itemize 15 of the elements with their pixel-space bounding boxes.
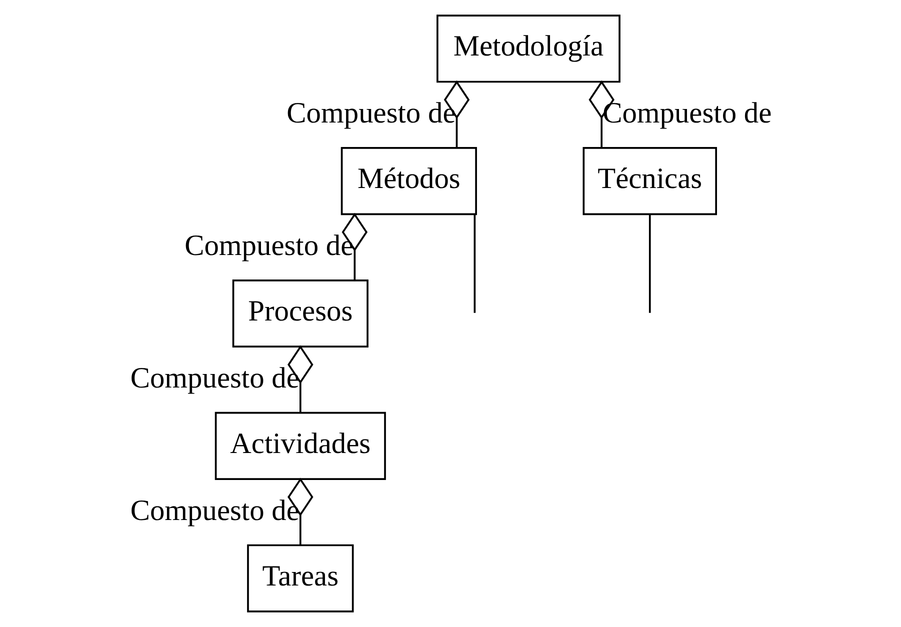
node-box: Tareas <box>246 544 354 612</box>
connector <box>341 212 368 280</box>
edge-label: Compuesto de <box>602 98 772 130</box>
node-box: Metodología <box>436 14 620 83</box>
node-box: Actividades <box>214 412 386 480</box>
connector <box>588 80 614 148</box>
connector <box>473 214 476 313</box>
node-box: Métodos <box>340 147 476 216</box>
connector <box>443 80 470 148</box>
node-box: Procesos <box>232 279 368 348</box>
connector <box>287 478 313 544</box>
node-box: Técnicas <box>582 147 716 216</box>
edge-label: Compuesto de <box>130 362 299 395</box>
connector <box>287 345 313 412</box>
connector <box>648 214 650 313</box>
